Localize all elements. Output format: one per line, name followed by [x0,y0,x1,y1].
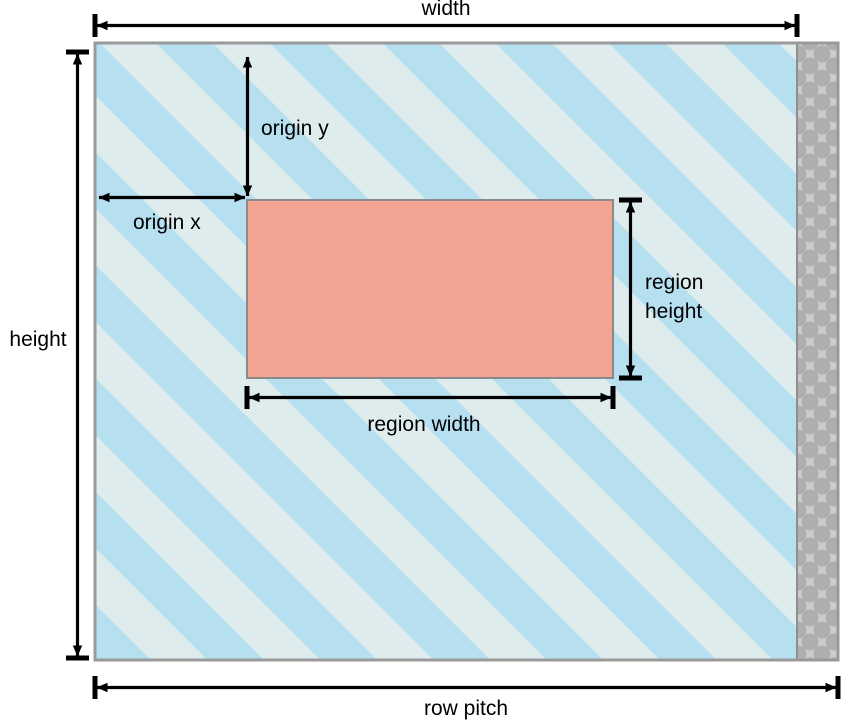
origin-x-label: origin x [133,211,201,234]
image-buffer [93,41,840,662]
dimension-origin-x: origin x [98,192,246,234]
dimension-height: height [9,49,89,661]
origin-y-label: origin y [261,117,329,140]
height-label: height [9,328,66,351]
region-width-label: region width [367,413,480,436]
dimension-row-pitch: row pitch [92,676,841,720]
dimension-region-width: region width [244,386,616,436]
width-label: width [420,0,470,20]
dimension-origin-y: origin y [242,56,329,197]
row-pitch-label: row pitch [424,697,508,720]
buffer-outline [93,41,840,662]
region-rectangle [246,199,614,379]
row-padding-area [797,43,838,660]
dimension-width: width [92,0,800,37]
